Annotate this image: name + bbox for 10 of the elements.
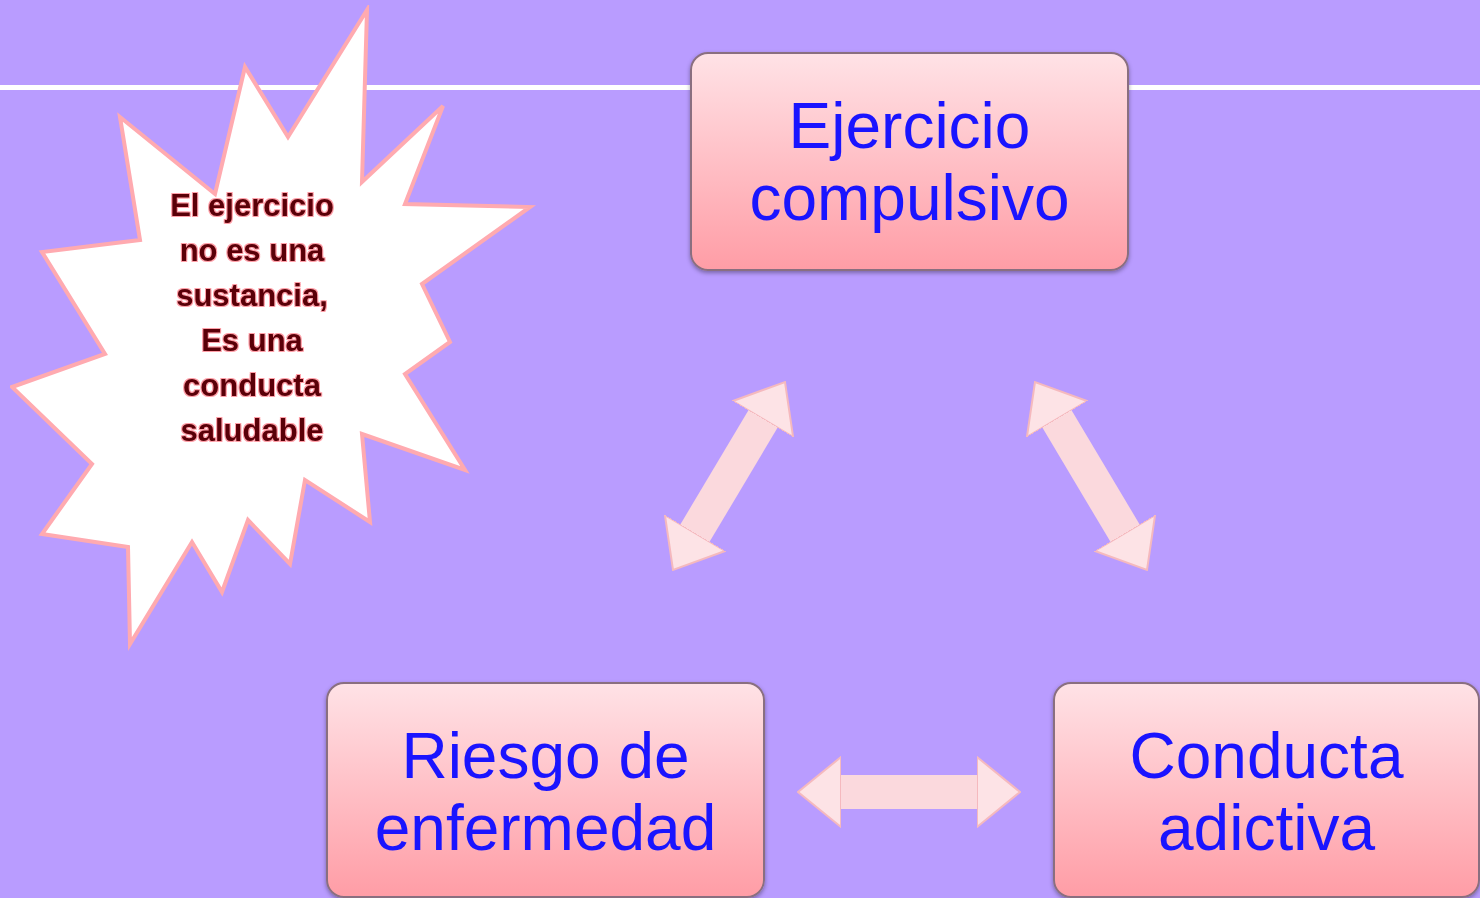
- process-box: [326, 682, 765, 898]
- box-label: Conducta adictiva: [1128, 720, 1405, 864]
- double-arrow: [797, 756, 1021, 828]
- double-arrow: [1025, 381, 1157, 571]
- process-box: [1053, 682, 1480, 898]
- double-arrow: [663, 381, 795, 571]
- box-label: Ejercicio compulsivo: [748, 89, 1071, 234]
- process-box: [690, 52, 1129, 271]
- box-label: Riesgo de enfermedad: [373, 720, 718, 864]
- starburst-text: El ejercicio no es una sustancia, Es una conducta saludable: [169, 187, 335, 450]
